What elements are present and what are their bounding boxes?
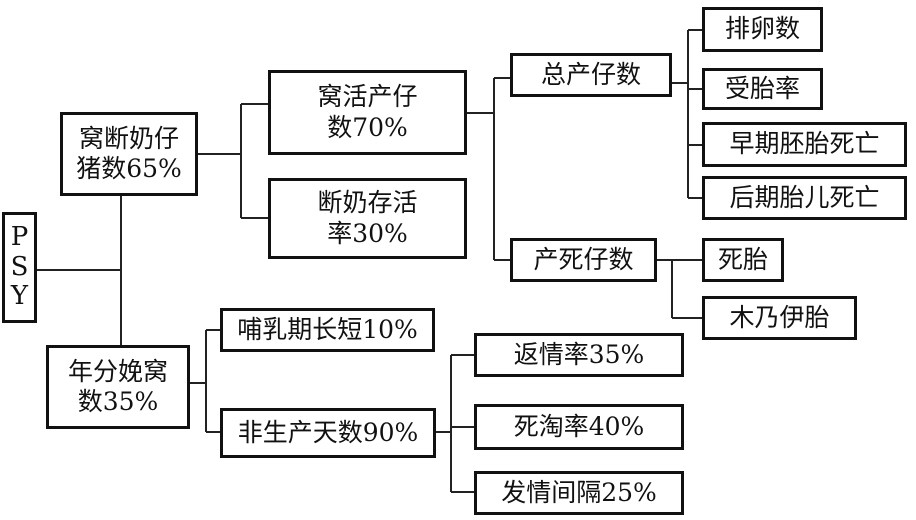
stillborn-total-label: 产死仔数 — [533, 244, 634, 274]
ovulation-node: 排卵数 — [702, 7, 823, 52]
return-to-estrus-label: 返情率35% — [513, 339, 645, 369]
psy-node: P S Y — [2, 212, 37, 323]
estrus-interval-node: 发情间隔25% — [474, 471, 684, 515]
connector-total-born — [672, 29, 702, 199]
mummified-node: 木乃伊胎 — [702, 296, 857, 340]
connector-live-born — [467, 77, 510, 261]
estrus-interval-label: 发情间隔25% — [501, 477, 657, 507]
litters-per-year-node: 年分娩窝 数35% — [46, 345, 190, 429]
connector-nonproductive — [436, 354, 474, 493]
nonproductive-days-label: 非生产天数90% — [237, 417, 419, 447]
weaning-survival-node: 断奶存活 率30% — [268, 178, 467, 259]
conception-label: 受胎率 — [724, 73, 800, 103]
stillbirth-node: 死胎 — [702, 238, 784, 282]
lactation-length-node: 哺乳期长短10% — [220, 308, 435, 352]
total-born-node: 总产仔数 — [510, 53, 672, 97]
lactation-length-label: 哺乳期长短10% — [237, 314, 418, 344]
weaned-piglets-node: 窝断奶仔 猪数65% — [60, 112, 198, 196]
mummified-label: 木乃伊胎 — [729, 302, 830, 332]
weaned-piglets-label: 窝断奶仔 猪数65% — [76, 123, 182, 184]
stillbirth-label: 死胎 — [717, 244, 768, 274]
culling-rate-node: 死淘率40% — [474, 404, 684, 450]
early-embryo-death-label: 早期胚胎死亡 — [729, 129, 880, 159]
connector-stillborn — [657, 259, 702, 319]
total-born-label: 总产仔数 — [540, 59, 641, 89]
litters-per-year-label: 年分娩窝 数35% — [67, 356, 168, 417]
culling-rate-label: 死淘率40% — [513, 411, 645, 441]
stillborn-total-node: 产死仔数 — [510, 238, 657, 282]
conception-node: 受胎率 — [702, 68, 823, 110]
live-born-node: 窝活产仔 数70% — [268, 70, 467, 155]
return-to-estrus-node: 返情率35% — [474, 333, 684, 377]
late-fetal-death-label: 后期胎儿死亡 — [729, 182, 880, 212]
connector-weaned — [198, 103, 268, 219]
psy-label: P S Y — [10, 221, 29, 312]
ovulation-label: 排卵数 — [724, 14, 800, 44]
connector-litters — [190, 329, 220, 433]
weaning-survival-label: 断奶存活 率30% — [317, 188, 418, 248]
late-fetal-death-node: 后期胎儿死亡 — [702, 176, 907, 220]
nonproductive-days-node: 非生产天数90% — [220, 408, 436, 458]
early-embryo-death-node: 早期胚胎死亡 — [702, 122, 907, 167]
live-born-label: 窝活产仔 数70% — [317, 82, 418, 142]
